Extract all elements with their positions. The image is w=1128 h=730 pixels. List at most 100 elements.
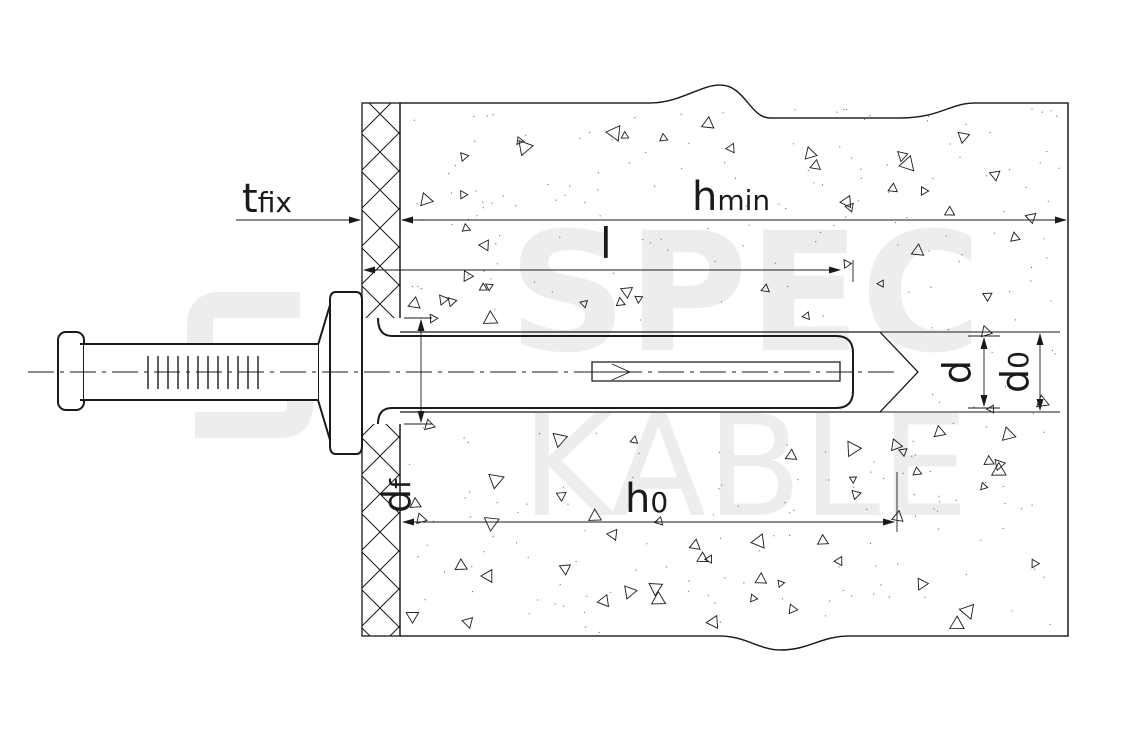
dimension-l: l <box>363 219 854 282</box>
aggregate-grain <box>955 499 957 501</box>
tfix-symbol: t <box>242 176 258 222</box>
aggregate-stone <box>705 614 719 629</box>
aggregate-grain <box>1051 349 1054 352</box>
aggregate-stone <box>784 448 798 460</box>
aggregate-grain <box>646 543 648 545</box>
aggregate-grain <box>448 173 450 175</box>
aggregate-stone <box>552 432 569 449</box>
aggregate-grain <box>813 182 815 184</box>
aggregate-stone <box>898 448 908 458</box>
aggregate-grain <box>789 512 791 514</box>
aggregate-stone <box>809 158 821 170</box>
tfix-subscript: fix <box>258 186 292 219</box>
aggregate-grain <box>719 537 722 540</box>
aggregate-grain <box>567 503 569 505</box>
aggregate-grain <box>821 184 824 186</box>
watermark-line1: SPEC <box>508 197 982 389</box>
aggregate-grain <box>724 162 726 164</box>
aggregate-grain <box>933 508 935 510</box>
aggregate-stone <box>596 593 610 608</box>
aggregate-grain <box>589 131 591 133</box>
aggregate-grain <box>632 476 634 479</box>
aggregate-grain <box>586 595 588 598</box>
aggregate-stone <box>429 313 439 324</box>
aggregate-stone <box>587 508 603 521</box>
aggregate-grain <box>598 631 600 633</box>
aggregate-grain <box>656 520 658 522</box>
aggregate-stone <box>898 154 915 172</box>
aggregate-grain <box>938 401 941 403</box>
aggregate-stone <box>483 517 500 532</box>
aggregate-grain <box>486 115 488 117</box>
aggregate-stone <box>1035 394 1050 408</box>
aggregate-grain <box>649 242 652 244</box>
aggregate-grain <box>824 451 827 453</box>
aggregate-grain <box>667 249 669 251</box>
aggregate-stone <box>634 295 644 305</box>
aggregate-grain <box>424 599 426 601</box>
aggregate-grain <box>987 456 989 459</box>
aggregate-grain <box>1020 508 1023 510</box>
aggregate-grain <box>1043 431 1045 433</box>
aggregate-grain <box>722 112 724 114</box>
concrete-base <box>399 84 1069 651</box>
aggregate-stone <box>629 435 639 444</box>
aggregate-stone <box>890 438 904 452</box>
aggregate-stone <box>982 292 993 303</box>
aggregate-stone <box>760 283 771 293</box>
aggregate-grain <box>515 205 517 207</box>
svg-text:hmin: hmin <box>692 174 770 220</box>
aggregate-stone <box>847 440 863 458</box>
aggregate-grain <box>492 114 494 116</box>
svg-text:df: df <box>375 478 419 513</box>
aggregate-grain <box>451 223 453 225</box>
aggregate-stone <box>957 131 971 145</box>
aggregate-grain <box>866 508 868 511</box>
aggregate-grain <box>860 168 862 170</box>
aggregate-grain <box>707 228 709 230</box>
aggregate-grain <box>502 195 504 197</box>
aggregate-grain <box>985 426 988 428</box>
aggregate-grain <box>464 497 466 499</box>
aggregate-grain <box>793 143 795 145</box>
aggregate-grain <box>913 494 916 496</box>
aggregate-grain <box>492 536 494 538</box>
aggregate-grain <box>517 511 519 513</box>
aggregate-grain <box>660 238 662 240</box>
aggregate-grain <box>1041 111 1043 113</box>
aggregate-grain <box>973 406 975 408</box>
aggregate-grain <box>1050 300 1052 302</box>
aggregate-grain <box>698 197 700 199</box>
aggregate-grain <box>584 202 586 204</box>
aggregate-grain <box>742 245 744 247</box>
aggregate-grain <box>721 484 723 486</box>
aggregate-stone <box>439 294 450 306</box>
aggregate-grain <box>688 580 690 582</box>
aggregate-grain <box>585 626 587 628</box>
h0-subscript: 0 <box>650 486 668 519</box>
aggregate-grain <box>880 584 882 586</box>
aggregate-grain <box>849 262 851 264</box>
aggregate-grain <box>420 288 422 290</box>
aggregate-grain <box>714 260 716 262</box>
aggregate-grain <box>743 582 745 584</box>
aggregate-grain <box>1054 353 1056 355</box>
aggregate-grain <box>819 231 822 233</box>
aggregate-stone <box>454 558 468 570</box>
aggregate-grain <box>595 432 597 434</box>
aggregate-grain <box>719 451 721 453</box>
aggregate-stone <box>619 286 634 300</box>
aggregate-grain <box>897 563 899 565</box>
aggregate-stone <box>920 186 930 196</box>
aggregate-grain <box>836 111 838 113</box>
svg-text:d0: d0 <box>993 351 1037 393</box>
aggregate-grain <box>980 539 982 541</box>
aggregate-stone <box>407 296 421 309</box>
aggregate-grain <box>718 488 720 490</box>
aggregate-grain <box>443 571 446 573</box>
aggregate-grain <box>467 441 469 443</box>
aggregate-grain <box>758 550 760 552</box>
d-label: d <box>935 360 979 384</box>
d0-subscript: 0 <box>1002 351 1035 369</box>
